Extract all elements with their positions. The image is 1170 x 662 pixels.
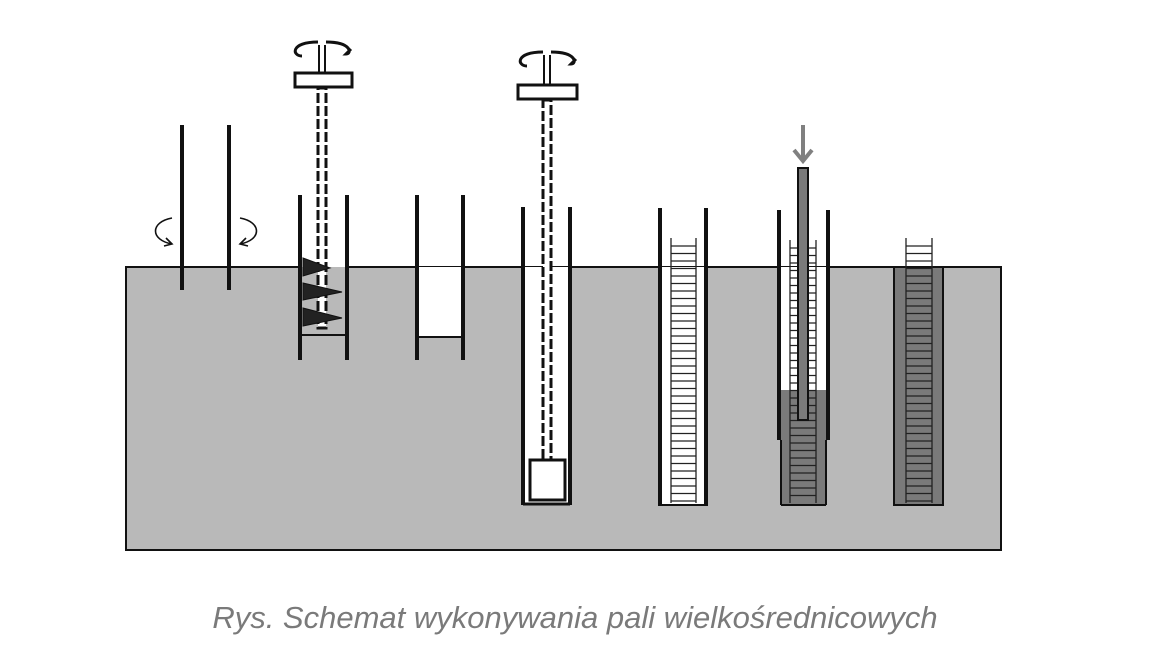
tremie-pipe [797,167,809,421]
stage-1-casing-rotation [154,125,258,290]
auger-flight [302,257,343,327]
stage-5-cage-placement [658,208,708,506]
drive-head [293,71,354,89]
stage-2-auger-drilling [293,40,354,360]
reinforcement-cage [670,238,697,503]
rotation-arrow-icon [518,50,578,68]
reinforcement-cage [905,238,933,503]
stage-4-bore-cleaning [516,50,579,506]
stage-7-finished-pile [893,238,944,506]
figure-caption: Rys. Schemat wykonywania pali wielkośred… [212,600,938,635]
concrete-pile [893,266,944,506]
drive-head [516,83,579,101]
down-arrow-icon [792,125,814,165]
rotation-arrow-icon [238,217,258,247]
kelly-bar [541,98,553,462]
cleaning-bucket [528,458,567,502]
stage-3-excavated-bore [415,195,465,360]
rotation-arrow-icon [293,40,353,58]
rotation-arrow-icon [154,217,174,247]
stage-6-concreting [777,125,830,506]
